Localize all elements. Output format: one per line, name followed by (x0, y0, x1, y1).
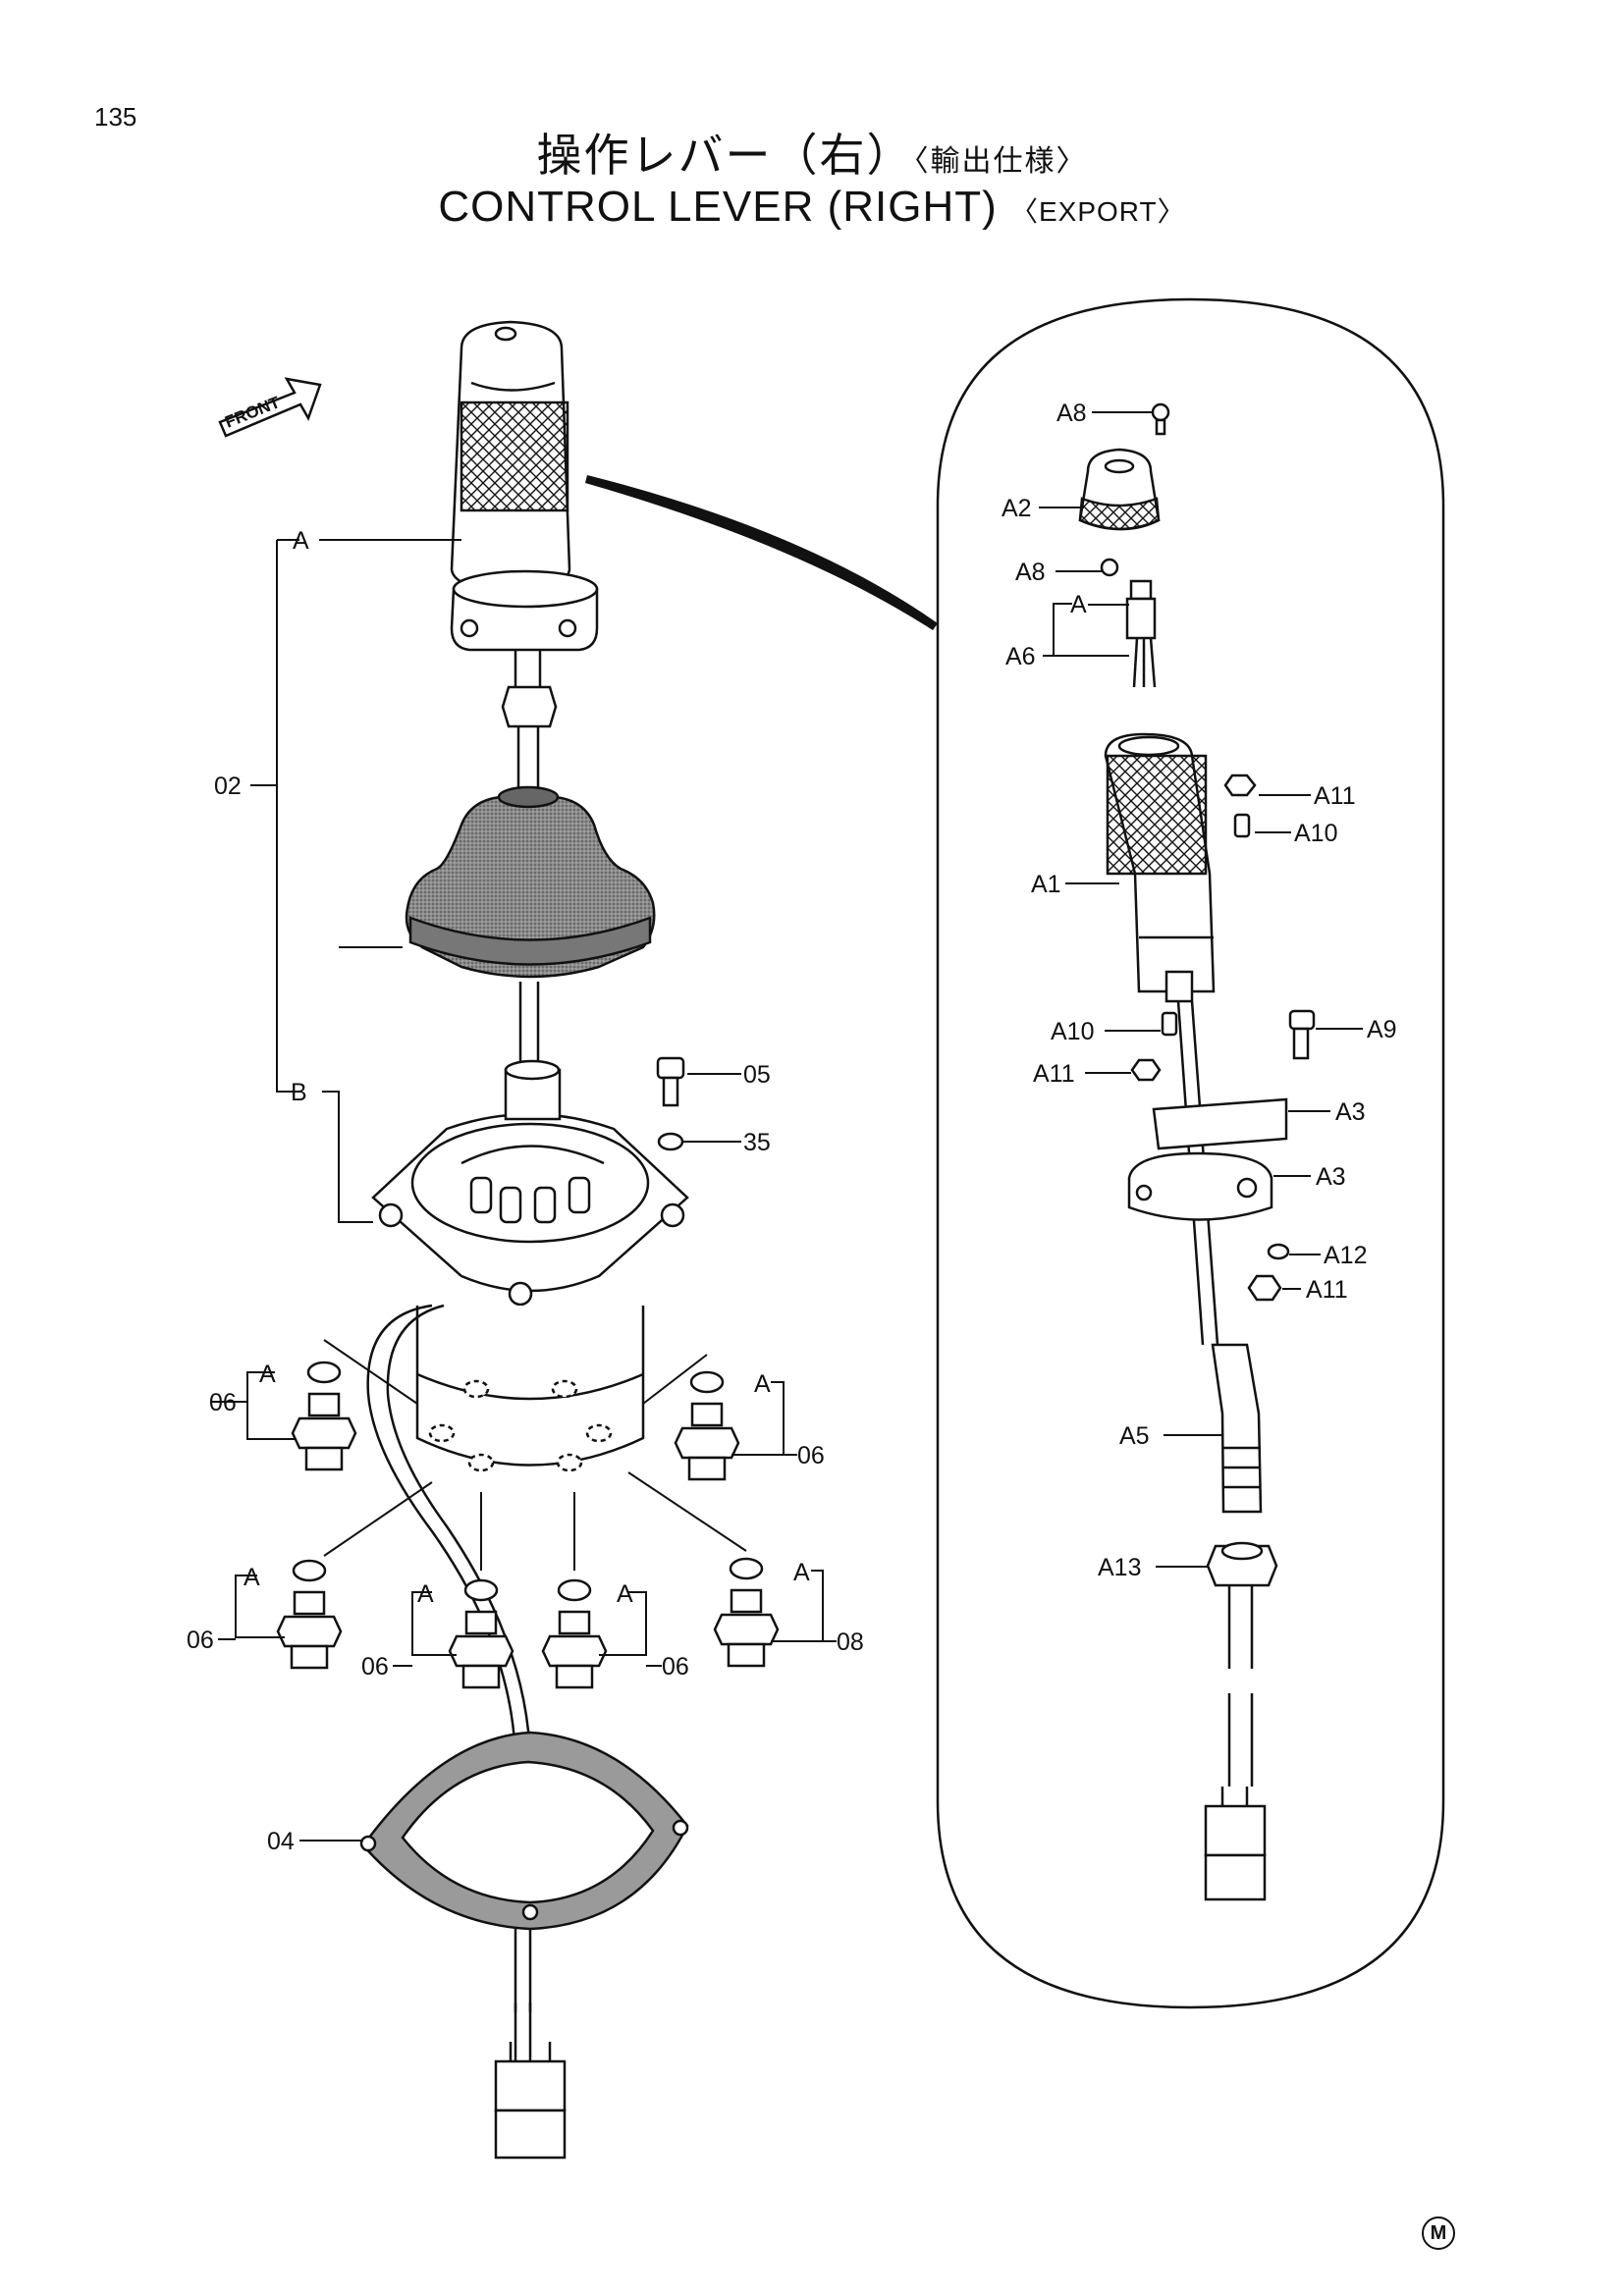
callout-a11-low: A11 (1306, 1276, 1348, 1304)
callout-a12: A12 (1324, 1242, 1367, 1269)
callout-02: 02 (214, 773, 242, 800)
title-english-main: CONTROL LEVER (RIGHT) (438, 183, 998, 231)
callout-06-2: 06 (797, 1442, 825, 1469)
title-english-sub: 〈EXPORT〉 (1010, 196, 1186, 227)
callout-a10-mid: A10 (1051, 1018, 1094, 1045)
callout-a11-mid: A11 (1033, 1060, 1075, 1088)
cover-plate (371, 1059, 689, 1307)
title-english: CONTROL LEVER (RIGHT) 〈EXPORT〉 (0, 183, 1624, 232)
pusher-unit (541, 1578, 608, 1689)
clamp-collar (450, 569, 599, 652)
callout-08: 08 (837, 1629, 864, 1656)
callout-sub-a-5: A (617, 1580, 633, 1608)
title-japanese-main: 操作レバー（右） (536, 129, 914, 182)
shaft-nut (501, 685, 558, 728)
front-arrow-icon: FRONT (218, 377, 322, 438)
detail-callouts: A8 A2 A8 A A6 A11 A10 A1 A10 A9 A11 A3 A… (1001, 400, 1397, 1581)
bolt (656, 1056, 685, 1107)
callout-group-a: A (293, 527, 309, 555)
pusher-unit (713, 1557, 780, 1668)
connector (494, 2002, 567, 2160)
callout-a6: A6 (1005, 643, 1036, 670)
manufacturer-mark: M (1422, 2216, 1455, 2250)
detail-pointer (585, 475, 938, 630)
rubber-boot (405, 785, 656, 979)
callout-sub-a-1: A (259, 1361, 276, 1388)
callout-a11-top: A11 (1314, 782, 1356, 810)
callout-sub-a-6: A (793, 1559, 810, 1586)
callout-group-b: B (291, 1079, 307, 1106)
callout-06-4: 06 (361, 1653, 389, 1681)
page-number: 135 (94, 102, 137, 132)
callout-a5: A5 (1119, 1422, 1150, 1450)
pusher-unit (291, 1361, 357, 1471)
callout-06-3: 06 (187, 1627, 214, 1654)
callout-06-1: 06 (209, 1389, 237, 1416)
callout-a2: A2 (1001, 495, 1032, 522)
pusher-unit (276, 1559, 343, 1670)
callout-06-5: 06 (662, 1653, 689, 1681)
callout-sub-a-2: A (754, 1370, 771, 1398)
washer (657, 1132, 684, 1151)
callout-a1: A1 (1031, 871, 1061, 898)
callout-a3-upper: A3 (1335, 1098, 1366, 1126)
callout-35: 35 (743, 1129, 771, 1156)
callout-a9: A9 (1367, 1016, 1397, 1043)
detail-assembly (1078, 402, 1316, 1901)
callout-a10-top: A10 (1294, 820, 1337, 847)
main-assembly (276, 320, 780, 2160)
leader-lines (211, 539, 837, 1842)
callout-a3-lower: A3 (1316, 1163, 1346, 1191)
pusher-unit (674, 1370, 740, 1481)
callout-sub-a-3: A (244, 1564, 260, 1591)
grip-handle (450, 320, 571, 593)
gasket (359, 1731, 689, 1931)
callout-a13: A13 (1098, 1554, 1141, 1581)
title-japanese-sub: 〈輸出仕様〉 (913, 144, 1088, 179)
valve-body (415, 1306, 645, 1472)
callout-a8-mid: A8 (1015, 559, 1046, 586)
pusher-unit (448, 1578, 514, 1689)
callout-05: 05 (743, 1061, 771, 1089)
main-callouts: A B 02 05 35 A A A A A A 06 06 06 06 06 … (187, 527, 864, 1855)
callout-a8-top: A8 (1056, 400, 1087, 427)
callout-sub-a-4: A (417, 1580, 434, 1608)
detail-leader-lines (1039, 411, 1363, 1568)
cable (366, 1304, 517, 2012)
title-japanese: 操作レバー（右）〈輸出仕様〉 (0, 120, 1624, 185)
callout-04: 04 (267, 1828, 295, 1855)
callout-a-ref: A (1070, 591, 1087, 618)
detail-frame (936, 297, 1445, 2009)
